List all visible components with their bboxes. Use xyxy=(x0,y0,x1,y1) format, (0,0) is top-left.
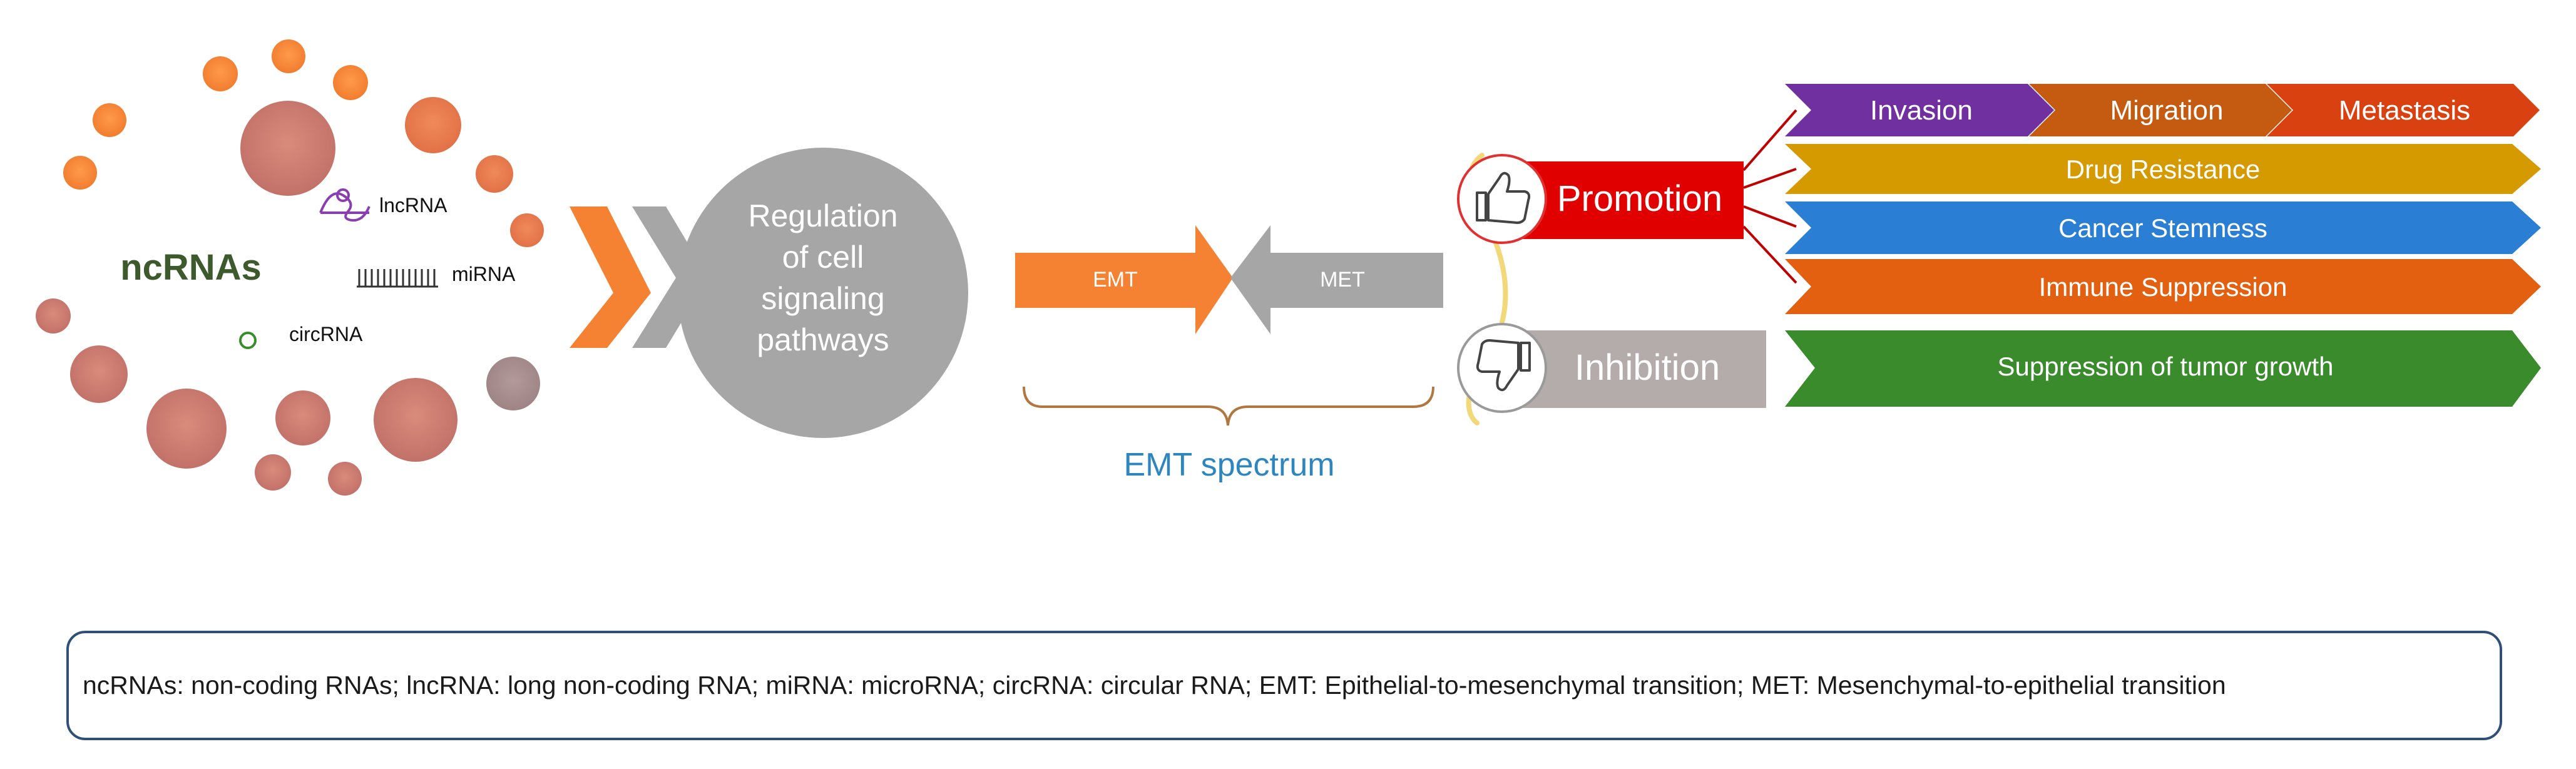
bubble xyxy=(93,103,126,137)
mirna-label: miRNA xyxy=(452,263,516,285)
footnote-text: ncRNAs: non-coding RNAs; lncRNA: long no… xyxy=(83,671,2226,700)
circrna-icon xyxy=(239,332,257,349)
immune-suppression-arrow xyxy=(1785,259,2541,314)
promotion-icon-circle xyxy=(1457,154,1547,244)
footnote-box: ncRNAs: non-coding RNAs; lncRNA: long no… xyxy=(66,631,2502,740)
tumor-suppression-arrow xyxy=(1785,330,2541,407)
emt-spectrum-bracket xyxy=(1023,386,1434,426)
bubble xyxy=(146,389,227,469)
ncrna-cluster xyxy=(36,39,544,496)
bubble xyxy=(275,390,330,446)
thumbs-up-icon xyxy=(1476,171,1531,224)
bubble xyxy=(405,97,461,153)
bubble xyxy=(510,213,544,247)
drug-resistance-label: Drug Resistance xyxy=(2066,155,2260,184)
ncrnas-title: ncRNAs xyxy=(120,247,262,288)
cancer-stemness-arrow xyxy=(1785,201,2541,254)
cancer-stemness-label: Cancer Stemness xyxy=(2058,213,2267,243)
emt-spectrum-label: EMT spectrum xyxy=(1123,447,1334,483)
invasion-label: Invasion xyxy=(1870,95,1973,126)
bubble xyxy=(240,101,335,196)
regulation-line-3: signaling xyxy=(761,281,884,316)
promotion-label: Promotion xyxy=(1557,178,1722,219)
migration-label: Migration xyxy=(2110,95,2224,126)
bubble xyxy=(36,298,71,334)
bubble xyxy=(70,345,128,403)
migration-chevron xyxy=(2029,84,2292,136)
lncrna-label: lncRNA xyxy=(379,194,447,216)
met-label: MET xyxy=(1320,268,1365,292)
bubble xyxy=(328,462,362,496)
bubble xyxy=(63,156,97,190)
drug-resistance-arrow xyxy=(1785,144,2541,194)
lncrna-icon xyxy=(319,188,371,222)
metastasis-label: Metastasis xyxy=(2339,95,2470,126)
bubble xyxy=(333,65,368,100)
mirna-icon xyxy=(357,269,438,288)
bubble xyxy=(486,357,540,410)
metastasis-chevron xyxy=(2267,84,2540,136)
emt-label: EMT xyxy=(1093,268,1138,292)
bubble xyxy=(203,56,238,91)
invasion-chevron xyxy=(1785,84,2054,136)
inhibition-label: Inhibition xyxy=(1575,347,1720,388)
immune-suppression-label: Immune Suppression xyxy=(2039,272,2287,302)
met-arrow xyxy=(1230,225,1443,334)
circrna-label: circRNA xyxy=(289,323,363,345)
bubble xyxy=(374,378,457,462)
tumor-suppression-label: Suppression of tumor growth xyxy=(1998,352,2334,381)
regulation-line-1: Regulation xyxy=(748,198,897,233)
inhibition-bar xyxy=(1517,330,1766,408)
thumbs-down-icon xyxy=(1476,339,1531,392)
promotion-bar xyxy=(1517,161,1744,239)
regulation-line-2: of cell xyxy=(782,240,864,275)
regulation-line-4: pathways xyxy=(757,322,889,357)
emt-arrow xyxy=(1015,225,1233,334)
promotion-connectors xyxy=(1742,109,1797,284)
bubble xyxy=(272,39,305,73)
bubble xyxy=(476,155,513,193)
inhibition-icon-circle xyxy=(1457,323,1547,413)
bubble xyxy=(255,454,291,491)
regulation-circle xyxy=(678,148,968,438)
